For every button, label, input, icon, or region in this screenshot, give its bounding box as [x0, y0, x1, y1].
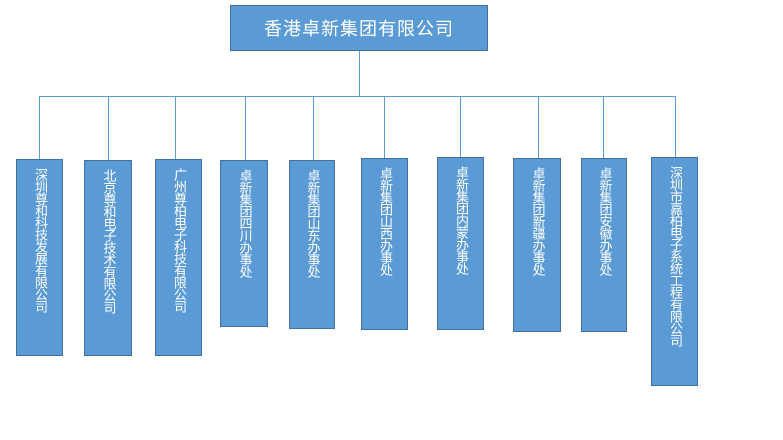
branch-connector	[245, 96, 246, 160]
office-box: 卓新集团山西办事处	[361, 158, 408, 330]
office-box: 卓新集团内蒙办事处	[437, 157, 484, 330]
branch-connector	[384, 96, 385, 158]
subsidiary-box: 深圳市嘉柏电子系统工程有限公司	[651, 157, 698, 386]
branch-connector	[675, 96, 676, 157]
office-label: 卓新集团山西办事处	[377, 167, 392, 275]
branch-connector	[39, 96, 40, 159]
branch-connector	[460, 96, 461, 157]
office-box: 卓新集团山东办事处	[289, 160, 335, 329]
office-box: 卓新集团四川办事处	[220, 160, 268, 327]
subsidiary-label: 深圳市嘉柏电子系统工程有限公司	[667, 166, 682, 346]
office-label: 卓新集团四川办事处	[236, 169, 252, 277]
subsidiary-box: 北京尊和电子技术有限公司	[84, 160, 132, 356]
root-company-box: 香港卓新集团有限公司	[230, 5, 488, 51]
root-company-label: 香港卓新集团有限公司	[264, 19, 454, 40]
office-label: 卓新集团山东办事处	[304, 169, 320, 277]
subsidiary-label: 北京尊和电子技术有限公司	[100, 169, 116, 313]
office-box: 卓新集团新疆办事处	[513, 158, 561, 332]
branch-connector	[175, 96, 176, 159]
office-label: 卓新集团安徽办事处	[596, 167, 612, 275]
horizontal-bus	[39, 96, 675, 97]
office-box: 卓新集团安徽办事处	[581, 158, 627, 332]
subsidiary-label: 深圳尊和科技发展有限公司	[32, 168, 47, 312]
root-connector	[359, 51, 360, 97]
branch-connector	[538, 96, 539, 158]
subsidiary-box: 广州尊柏电子科技有限公司	[155, 159, 202, 356]
office-label: 卓新集团内蒙办事处	[453, 166, 468, 274]
office-label: 卓新集团新疆办事处	[529, 167, 545, 275]
subsidiary-box: 深圳尊和科技发展有限公司	[16, 159, 63, 356]
branch-connector	[603, 96, 604, 158]
branch-connector	[108, 96, 109, 160]
branch-connector	[313, 96, 314, 160]
subsidiary-label: 广州尊柏电子科技有限公司	[171, 168, 186, 312]
